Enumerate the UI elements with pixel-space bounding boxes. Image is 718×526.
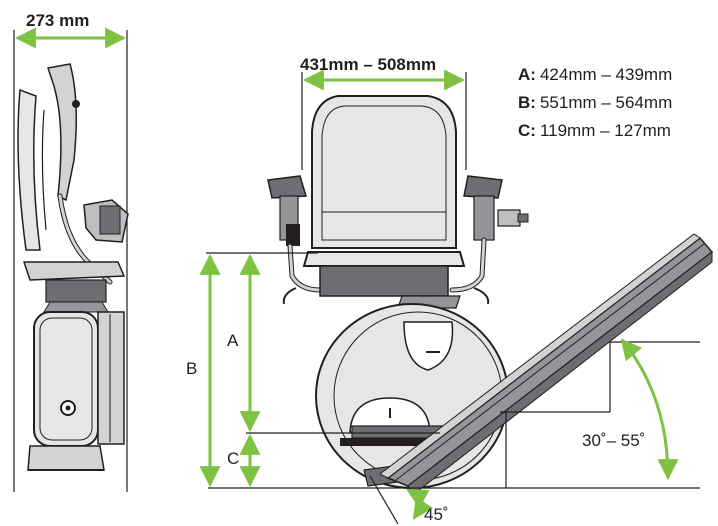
seat-base: [319, 265, 449, 297]
side-rail-clamp: [97, 311, 125, 445]
side-backrest: [17, 88, 41, 251]
side-motor-housing: [33, 311, 99, 447]
side-armrest: [47, 63, 77, 202]
side-seat: [22, 261, 126, 281]
rail-angle-label: 30˚– 55˚: [582, 431, 645, 450]
marker-b: B: [186, 359, 197, 378]
front-right-armrest: [463, 175, 503, 199]
front-backrest: [311, 95, 457, 249]
marker-c: C: [227, 449, 239, 468]
front-left-armrest: [267, 175, 307, 199]
stair-rail: [379, 233, 714, 495]
legend-a: A:424mm – 439mm: [518, 65, 672, 84]
side-footrest: [27, 445, 105, 471]
joystick-control: [497, 209, 521, 227]
marker-a: A: [227, 331, 239, 350]
side-view: [13, 27, 129, 492]
spec-legend: A:424mm – 439mm B:551mm – 564mm C:119mm …: [518, 65, 672, 140]
legend-b: B:551mm – 564mm: [518, 93, 672, 112]
legend-c: C:119mm – 127mm: [518, 121, 671, 140]
rail-angle-arc: [620, 338, 679, 481]
seat-width-label: 431mm – 508mm: [300, 55, 436, 74]
footrest-angle-label: 45˚: [424, 505, 449, 524]
front-seat: [302, 251, 466, 267]
depth-label: 273 mm: [26, 11, 89, 30]
footrest-angle-arc: [406, 488, 434, 520]
side-swivel: [45, 279, 107, 303]
